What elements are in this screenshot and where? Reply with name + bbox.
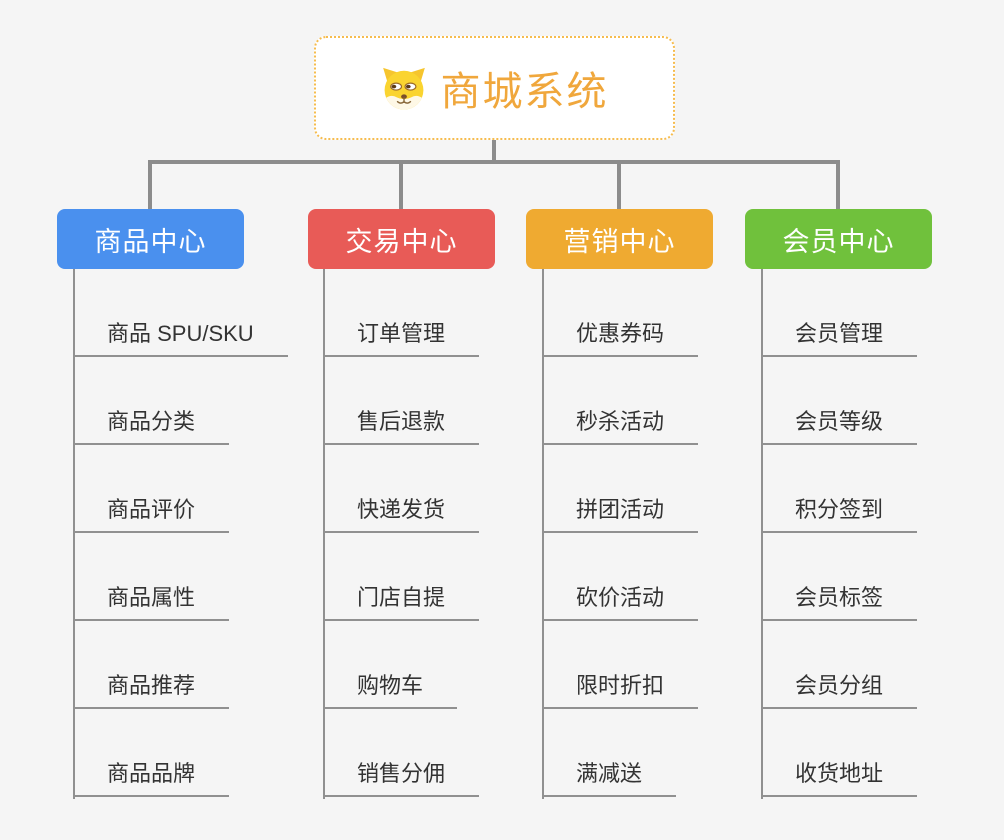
child-topic[interactable]: 商品推荐 bbox=[73, 621, 288, 709]
child-topic[interactable]: 限时折扣 bbox=[542, 621, 699, 709]
connector-drop-trade-center bbox=[399, 160, 403, 210]
branch-label: 营销中心 bbox=[563, 226, 676, 257]
child-topic[interactable]: 会员标签 bbox=[761, 533, 918, 621]
child-topic[interactable]: 订单管理 bbox=[323, 269, 480, 357]
child-topic[interactable]: 商品评价 bbox=[73, 445, 288, 533]
branch-label: 商品中心 bbox=[94, 226, 207, 257]
child-topic[interactable]: 会员等级 bbox=[761, 357, 918, 445]
connector-drop-marketing-center bbox=[617, 160, 621, 210]
branch-node-member-center[interactable]: 会员中心 bbox=[745, 209, 932, 269]
root-node-label: 商城系统 bbox=[440, 70, 609, 114]
connector-drop-product-center bbox=[148, 160, 152, 210]
connector-horizontal-bus bbox=[148, 160, 840, 164]
connector-drop-member-center bbox=[836, 160, 840, 210]
connector-trunk bbox=[761, 269, 763, 799]
child-topic[interactable]: 优惠券码 bbox=[542, 269, 699, 357]
child-topic[interactable]: 积分签到 bbox=[761, 445, 918, 533]
branch-label: 交易中心 bbox=[345, 226, 458, 257]
connector-trunk bbox=[542, 269, 544, 799]
branch-label: 会员中心 bbox=[782, 226, 895, 257]
child-topic[interactable]: 拼团活动 bbox=[542, 445, 699, 533]
children-marketing-center: 优惠券码 秒杀活动 拼团活动 砍价活动 限时折扣 满减送 bbox=[542, 269, 699, 799]
root-node[interactable]: 商城系统 bbox=[314, 36, 675, 140]
branch-node-product-center[interactable]: 商品中心 bbox=[57, 209, 244, 269]
child-topic[interactable]: 砍价活动 bbox=[542, 533, 699, 621]
child-topic[interactable]: 会员管理 bbox=[761, 269, 918, 357]
child-topic[interactable]: 销售分佣 bbox=[323, 709, 480, 797]
branch-node-marketing-center[interactable]: 营销中心 bbox=[526, 209, 713, 269]
child-topic[interactable]: 商品分类 bbox=[73, 357, 288, 445]
children-product-center: 商品 SPU/SKU 商品分类 商品评价 商品属性 商品推荐 商品品牌 bbox=[73, 269, 288, 799]
children-member-center: 会员管理 会员等级 积分签到 会员标签 会员分组 收货地址 bbox=[761, 269, 918, 799]
connector-root-stub bbox=[492, 139, 496, 164]
child-topic[interactable]: 会员分组 bbox=[761, 621, 918, 709]
child-topic[interactable]: 商品品牌 bbox=[73, 709, 288, 797]
child-topic[interactable]: 秒杀活动 bbox=[542, 357, 699, 445]
child-topic[interactable]: 快递发货 bbox=[323, 445, 480, 533]
children-trade-center: 订单管理 售后退款 快递发货 门店自提 购物车 销售分佣 bbox=[323, 269, 480, 799]
child-topic[interactable]: 商品 SPU/SKU bbox=[73, 269, 288, 357]
shiba-dog-face-icon bbox=[381, 65, 427, 111]
connector-trunk bbox=[73, 269, 75, 799]
child-topic[interactable]: 满减送 bbox=[542, 709, 698, 797]
child-topic[interactable]: 门店自提 bbox=[323, 533, 480, 621]
child-topic[interactable]: 收货地址 bbox=[761, 709, 918, 797]
branch-node-trade-center[interactable]: 交易中心 bbox=[308, 209, 495, 269]
child-topic[interactable]: 商品属性 bbox=[73, 533, 288, 621]
connector-trunk bbox=[323, 269, 325, 799]
child-topic[interactable]: 购物车 bbox=[323, 621, 479, 709]
child-topic[interactable]: 售后退款 bbox=[323, 357, 480, 445]
